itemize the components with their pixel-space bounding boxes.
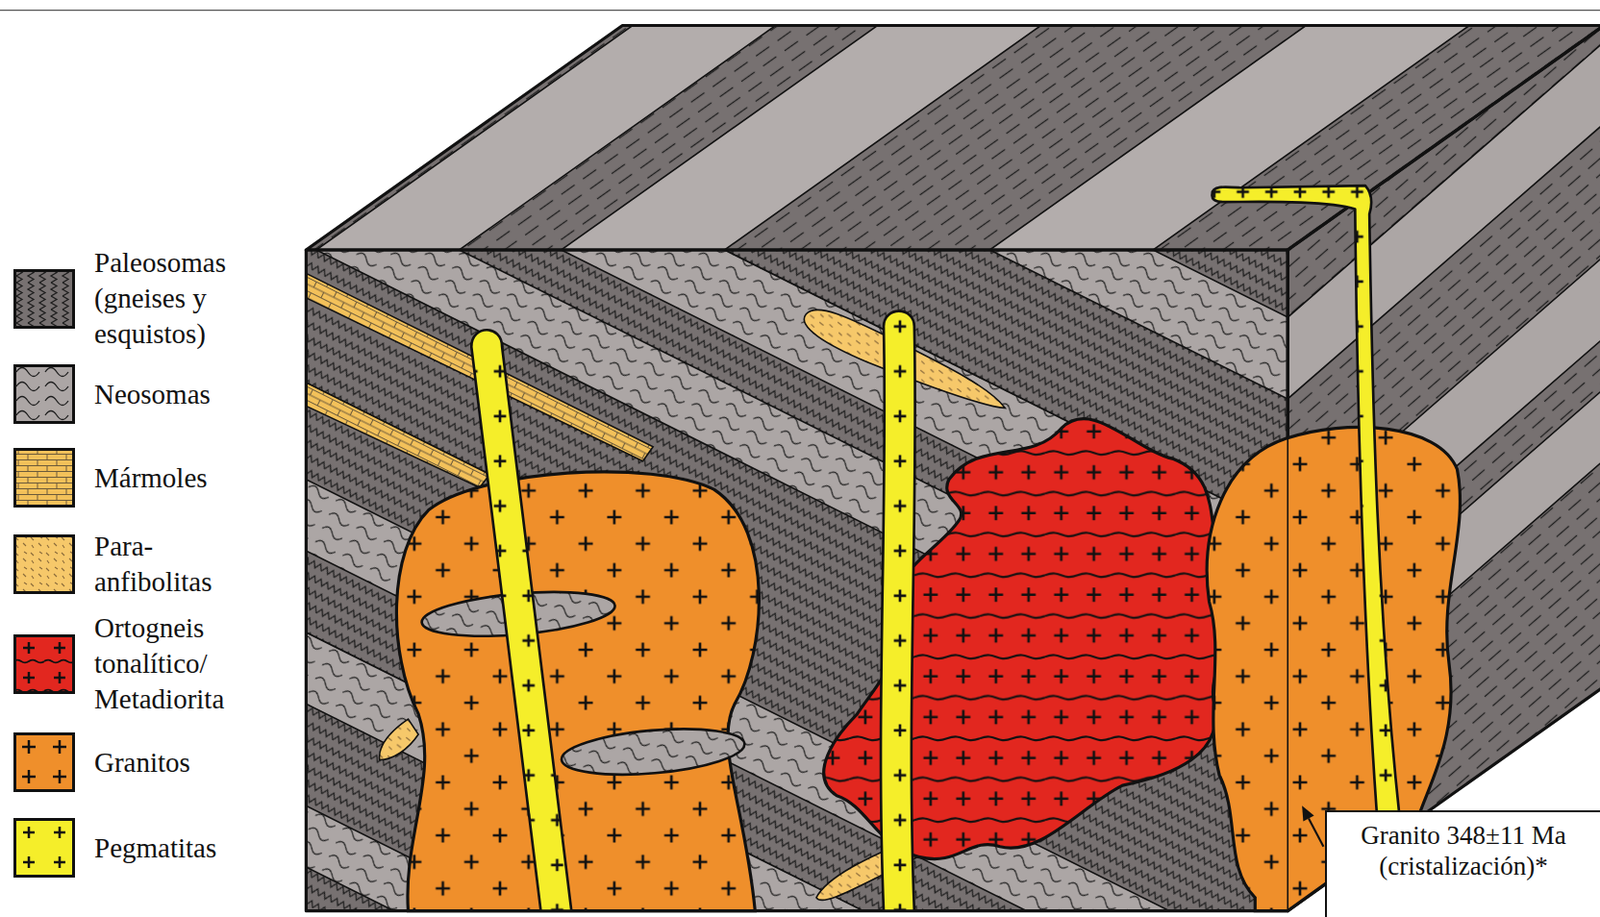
top-outline — [305, 25, 1600, 250]
granite-body — [396, 472, 759, 912]
swatch-fill — [15, 270, 75, 327]
legend-swatch — [13, 634, 75, 695]
legend-row: Para- anfibolitas — [13, 528, 260, 600]
legend-swatch — [13, 269, 75, 329]
legend-label: Paleosomas (gneises y esquistos) — [94, 245, 260, 352]
swatch-fill — [15, 820, 75, 877]
swatch-fill — [15, 366, 75, 424]
swatch-border — [15, 366, 75, 424]
amphibolite-lens — [379, 719, 420, 760]
legend-label: Pegmatitas — [94, 830, 260, 867]
leader-line — [1308, 818, 1324, 847]
legend-row: Paleosomas (gneises y esquistos) — [13, 245, 260, 352]
swatch-pattern — [15, 450, 75, 507]
pegmatite-dikes — [471, 185, 1400, 911]
swatch-border — [15, 450, 75, 507]
legend-label: Ortogneis tonalítico/ Metadiorita — [94, 610, 260, 718]
swatch-fill — [15, 450, 75, 507]
swatch-pattern — [15, 820, 75, 877]
legend-label: Neosomas — [94, 376, 260, 413]
legend-label: Para- anfibolitas — [94, 528, 260, 600]
front-face — [305, 250, 1288, 912]
swatch-border — [15, 270, 75, 327]
legend-swatch — [13, 534, 75, 595]
legend-row: Mármoles — [13, 448, 260, 508]
swatch-pattern — [15, 734, 75, 792]
swatch-border — [15, 820, 75, 877]
enclave — [559, 723, 747, 782]
block-outline — [305, 25, 1600, 912]
legend-row: Granitos — [13, 732, 260, 793]
marble-band — [305, 382, 490, 488]
pegmatite-dike — [880, 311, 916, 912]
legend-label: Mármoles — [94, 460, 260, 497]
pegmatite-dike — [471, 329, 572, 911]
swatch-border — [15, 536, 75, 594]
swatch-border — [15, 734, 75, 792]
swatch-fill — [15, 734, 75, 792]
swatch-pattern — [15, 270, 75, 327]
legend-row: Neosomas — [13, 364, 260, 425]
swatch-pattern — [15, 635, 75, 693]
legend-label: Granitos — [94, 745, 260, 781]
legend-row: Ortogneis tonalítico/ Metadiorita — [13, 610, 260, 718]
swatch-pattern — [15, 536, 75, 594]
callout-text: Granito 348±11 Ma (cristalización)* — [1326, 812, 1600, 891]
callout-box: Granito 348±11 Ma (cristalización)* — [1325, 810, 1600, 917]
swatch-border — [15, 635, 75, 693]
block-edge — [1286, 250, 1289, 912]
leader-arrowhead — [1301, 805, 1315, 822]
frame-line — [0, 9, 1600, 11]
pegmatite-dike — [1212, 185, 1400, 825]
legend-swatch — [13, 818, 75, 878]
swatch-fill — [15, 635, 75, 693]
swatch-fill — [15, 536, 75, 594]
legend-swatch — [13, 364, 75, 425]
swatch-pattern — [15, 366, 75, 424]
front-outline — [305, 250, 1288, 912]
legend-swatch — [13, 448, 75, 508]
neosome-bands — [305, 250, 1288, 912]
legend-row: Pegmatitas — [13, 818, 260, 878]
legend-swatch — [13, 732, 75, 793]
